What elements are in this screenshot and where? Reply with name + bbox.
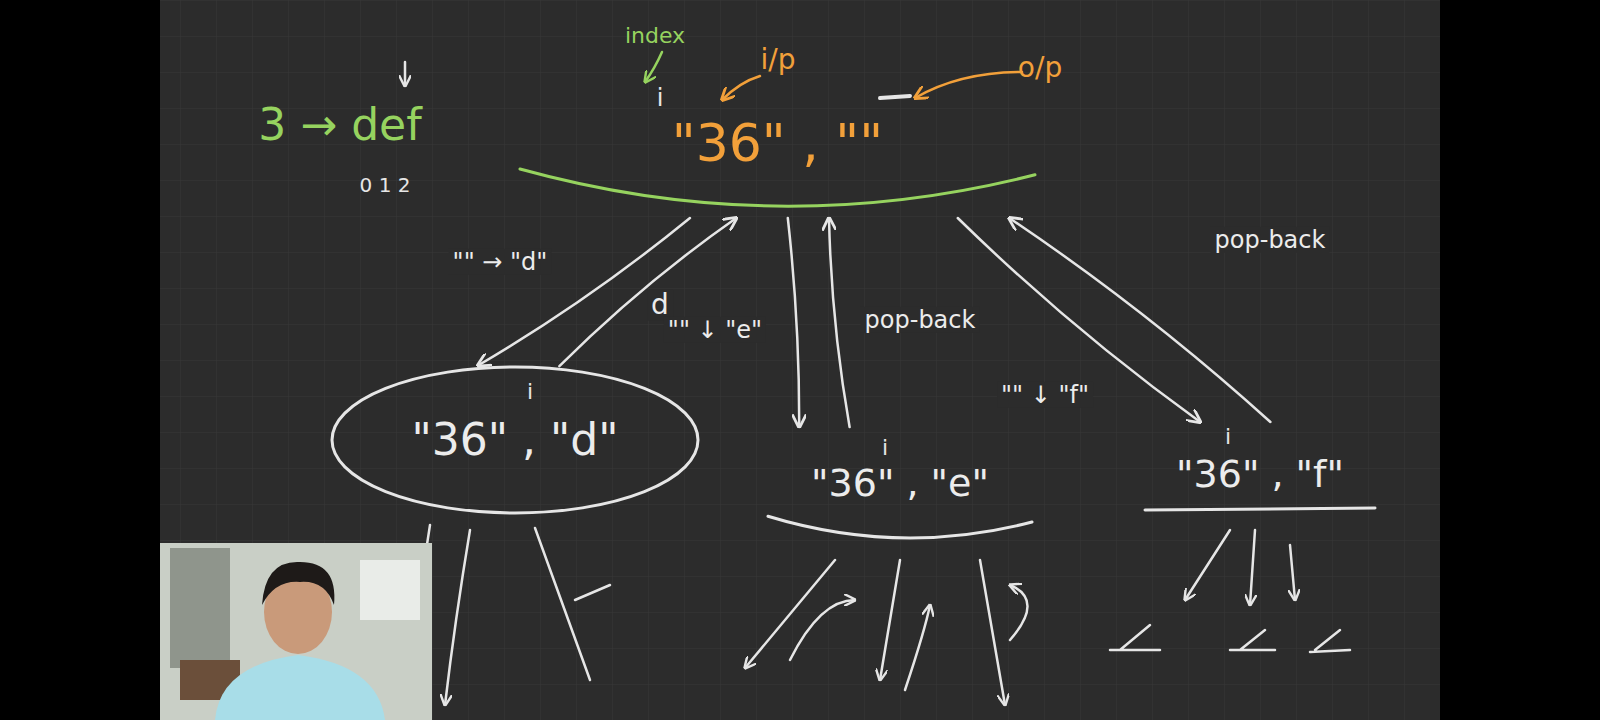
call-underline: [520, 169, 1035, 206]
call-arguments: "36" , "f": [1176, 453, 1344, 497]
deeper-calls: [400, 525, 1350, 720]
index-numbers: 0 1 2: [360, 174, 411, 196]
call-oval: [332, 367, 698, 513]
call-line: [575, 585, 610, 600]
board-grid: [160, 0, 1440, 720]
index-marker: i: [527, 380, 533, 404]
base-case-mark: [1110, 625, 1160, 650]
recursive-call: "36" , "e": [760, 430, 1040, 545]
recursive-call: "36" , "d": [330, 365, 700, 515]
index-marker: i: [882, 436, 888, 460]
root-call: "36" , "": [520, 100, 1035, 215]
recursion-arrow: [958, 218, 1200, 422]
hair: [262, 562, 334, 605]
keypad-mapping: 3 → def: [258, 101, 421, 149]
output-note: o/p: [1018, 53, 1062, 84]
edge-note: pop-back: [861, 307, 980, 333]
input-arrow: [722, 76, 760, 100]
board-ground: [160, 0, 1440, 720]
input-note: i/p: [761, 45, 796, 76]
call-line: [1010, 585, 1028, 640]
base-case-mark: [1230, 630, 1275, 650]
call-line: [790, 600, 855, 660]
call-line: [980, 560, 1005, 705]
shirt: [215, 655, 385, 720]
call-line: [535, 528, 590, 680]
edge-note: "" ↓ "e": [664, 317, 766, 343]
index-arrow: [645, 52, 662, 82]
edge-note: "" → "d": [449, 249, 552, 275]
index-marker: i: [1225, 425, 1231, 449]
call-arguments: "36" , "d": [412, 415, 619, 466]
curtain: [170, 548, 230, 668]
call-line: [880, 560, 900, 680]
call-underline: [768, 516, 1032, 538]
edge-note: d: [647, 290, 673, 321]
edge-note: pop-back: [1211, 227, 1330, 253]
webcam-frame: [160, 543, 432, 720]
base-case-mark: [1310, 630, 1350, 652]
call-line: [1250, 530, 1255, 605]
webcam-overlay: [160, 543, 432, 720]
index-marker: i: [657, 85, 664, 111]
recursion-arrow: [788, 218, 799, 427]
call-line: [905, 605, 930, 690]
call-line: [445, 530, 470, 705]
recursion-arrow: [829, 218, 850, 427]
pointer-arrow: [404, 62, 407, 86]
output-arrow: [915, 72, 1022, 98]
pointer-arrows: [405, 52, 1022, 100]
recursive-call: "36" , "f": [1130, 425, 1390, 525]
call-line: [1185, 530, 1230, 600]
call-arguments: "36" , "": [672, 114, 883, 174]
edge-note: "" ↓ "f": [997, 382, 1093, 408]
call-underline: [1145, 508, 1375, 510]
index-note: index: [625, 24, 685, 48]
empty-mark: [880, 96, 910, 98]
call-line: [1290, 545, 1295, 600]
wall-board: [360, 560, 420, 620]
recursion-arrow: [559, 218, 736, 366]
call-arguments: "36" , "e": [811, 462, 989, 506]
